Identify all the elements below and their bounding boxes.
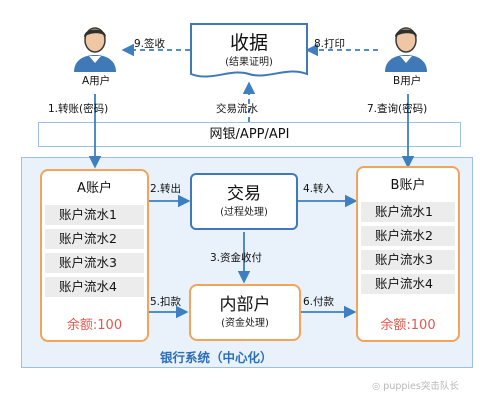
step-transfer-label: 1.转账(密码)	[48, 103, 109, 115]
account-a-title: A账户	[77, 181, 112, 196]
account-a-flow-row: 账户流水3	[45, 253, 144, 273]
person-icon	[74, 27, 116, 72]
watermark: ◎ puppies突击队长	[372, 381, 459, 392]
transaction-subtitle: (过程处理)	[220, 207, 268, 218]
step-transfer-in-label: 4.转入	[303, 183, 335, 195]
step-deduct-label: 5.扣款	[150, 296, 182, 308]
account-a-flow-row: 账户流水1	[45, 205, 144, 225]
receipt-box	[190, 23, 308, 78]
internal-account-box: 内部户 (资金处理)	[189, 284, 301, 341]
account-b-flow-row: 账户流水2	[361, 226, 455, 246]
user-a-label: A用户	[82, 75, 111, 87]
step-pay-label: 6.付款	[303, 296, 335, 308]
bank-system-label: 银行系统（中心化）	[160, 350, 273, 365]
step-transfer-out-label: 2.转出	[150, 183, 182, 195]
account-b-balance: 余额:100	[380, 318, 436, 333]
account-a-flow-row: 账户流水2	[45, 229, 144, 249]
account-a-balance: 余额:100	[66, 318, 123, 333]
user-b-label: B用户	[393, 75, 422, 87]
api-bar: 网银/APP/API	[38, 122, 461, 147]
user-b-avatar	[381, 22, 431, 74]
account-b-box: B账户 账户流水1 账户流水2 账户流水3 账户流水4 余额:100	[356, 166, 460, 342]
receipt-title: 收据	[229, 32, 268, 54]
user-a-avatar	[70, 22, 120, 74]
step-sign-label: 9.签收	[134, 38, 166, 50]
person-icon	[385, 27, 427, 72]
account-b-flow-row: 账户流水1	[361, 202, 455, 222]
transaction-box: 交易 (过程处理)	[190, 173, 298, 230]
internal-account-subtitle: (资金处理)	[221, 318, 269, 329]
account-a-flow-row: 账户流水4	[45, 277, 144, 297]
account-b-flow-row: 账户流水4	[361, 274, 455, 294]
account-b-flow-row: 账户流水3	[361, 250, 455, 270]
account-b-title: B账户	[390, 178, 426, 193]
transaction-flow-caption: 交易流水	[216, 103, 258, 115]
step-print-label: 8.打印	[314, 38, 346, 50]
account-a-box: A账户 账户流水1 账户流水2 账户流水3 账户流水4 余额:100	[40, 169, 149, 342]
internal-account-title: 内部户	[219, 295, 271, 315]
step-fund-settle-label: 3.资金收付	[210, 252, 263, 264]
receipt-subtitle: (结果证明)	[225, 57, 273, 68]
transaction-title: 交易	[227, 184, 261, 204]
step-query-label: 7.查询(密码)	[367, 103, 428, 115]
